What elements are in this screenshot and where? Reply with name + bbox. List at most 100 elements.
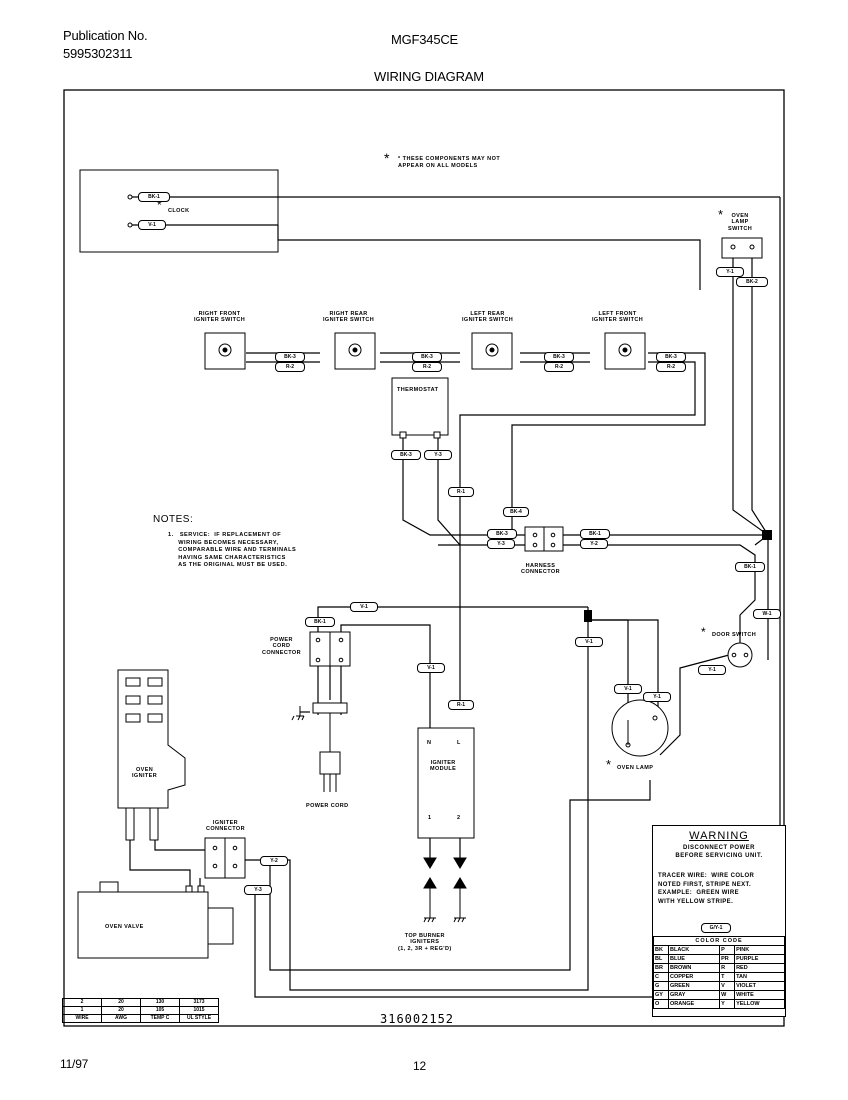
color-code-cell: BL	[653, 954, 669, 964]
wire-spec-cell: 3173	[179, 998, 219, 1007]
wire-tag: BK-1	[305, 617, 335, 627]
wire-tag: Y-3	[424, 450, 452, 460]
module-pin-n: N	[427, 740, 432, 746]
ground-symbol	[291, 706, 305, 721]
wire-tag: BK-3	[391, 450, 421, 460]
wire-spec-cell: 105	[140, 1006, 180, 1015]
color-code-cell: GREEN	[667, 981, 721, 991]
notes-item-1: 1. SERVICE: IF REPLACEMENT OF WIRING BEC…	[168, 532, 297, 569]
color-code-cell: PURPLE	[734, 954, 785, 964]
wire-spec-cell: 20	[101, 1006, 141, 1015]
oven-lamp-body	[611, 699, 669, 757]
wire-tag: R-2	[275, 362, 305, 372]
wire-spec-cell: WIRE	[62, 1014, 102, 1023]
page-number: 12	[413, 1059, 426, 1073]
tracer-wire-note: TRACER WIRE: WIRE COLOR NOTED FIRST, STR…	[658, 873, 755, 906]
wire-tag: Y-1	[643, 692, 671, 702]
color-code-cell: C	[653, 972, 669, 982]
color-code-cell: ORANGE	[667, 999, 721, 1009]
right-front-igniter-switch-label: RIGHT FRONT IGNITER SWITCH	[194, 311, 246, 324]
oven-igniter-body	[117, 669, 186, 841]
footer-date: 11/97	[60, 1057, 89, 1071]
wire-tag: V-1	[417, 663, 445, 673]
splice-right	[762, 530, 772, 540]
igniter-module-body	[417, 727, 475, 839]
wire-tag: R-2	[412, 362, 442, 372]
color-code-cell: P	[719, 945, 736, 955]
harness-connector-label: HARNESS CONNECTOR	[521, 563, 560, 576]
wire-spec-cell: TEMP C	[140, 1014, 180, 1023]
wire-spec-cell: 1015	[179, 1006, 219, 1015]
wire-tag: Y-3	[487, 539, 515, 549]
oven-lamp-label: OVEN LAMP	[617, 765, 654, 771]
color-code-cell: R	[719, 963, 736, 973]
power-cord-label: POWER CORD	[306, 803, 349, 809]
thermostat-label: THERMOSTAT	[397, 387, 439, 393]
wire-tag: V-1	[350, 602, 378, 612]
wire-tag: BK-1	[138, 192, 170, 202]
drawing-number: 316002152	[380, 1012, 455, 1026]
wire-tag: R-2	[656, 362, 686, 372]
color-code-cell: BR	[653, 963, 669, 973]
igniter-connector-label: IGNITER CONNECTOR	[206, 820, 245, 833]
asterisk-icon: *	[718, 207, 724, 222]
notes-title: NOTES:	[153, 514, 194, 525]
color-code-cell: BLACK	[667, 945, 721, 955]
color-code-cell: BLUE	[667, 954, 721, 964]
color-code-cell: Y	[719, 999, 736, 1009]
model-number: MGF345CE	[391, 32, 459, 47]
warning-title: WARNING	[689, 830, 749, 842]
asterisk-icon: *	[384, 150, 390, 166]
color-code-cell: WHITE	[734, 990, 785, 1000]
warning-subtitle: DISCONNECT POWER BEFORE SERVICING UNIT.	[675, 845, 763, 859]
wire-tag: R-1	[448, 487, 474, 497]
color-code-cell: T	[719, 972, 736, 982]
wire-tag: R-2	[544, 362, 574, 372]
wire-spec-cell: 2	[62, 998, 102, 1007]
module-pin-2: 2	[457, 815, 461, 821]
color-code-cell: G	[653, 981, 669, 991]
wire-tag: BK-3	[275, 352, 305, 362]
wire-spec-cell: AWG	[101, 1014, 141, 1023]
warning-panel: WARNING DISCONNECT POWER BEFORE SERVICIN…	[652, 825, 786, 1017]
wire-tag: BK-4	[503, 507, 529, 517]
thermostat-body	[391, 377, 449, 436]
top-burner-igniters-label: TOP BURNER IGNITERS (1, 2, 3R + REG'D)	[398, 933, 452, 952]
color-code-cell: GRAY	[667, 990, 721, 1000]
clock-terminal-2	[127, 222, 133, 228]
color-code-cell: GY	[653, 990, 669, 1000]
color-code-cell: V	[719, 981, 736, 991]
wire-spec-cell: 130	[140, 998, 180, 1007]
wire-tag: Y-1	[716, 267, 744, 277]
power-cord-plug	[312, 702, 348, 792]
wire-tag: V-1	[138, 220, 166, 230]
clock-label: CLOCK	[168, 208, 190, 214]
wire-spec-cell: 1	[62, 1006, 102, 1015]
asterisk-icon: *	[606, 757, 612, 772]
oven-igniter-label: OVEN IGNITER	[132, 767, 158, 780]
wire-tag: Y-1	[698, 665, 726, 675]
wire-tag: BK-1	[735, 562, 765, 572]
door-switch-label: DOOR SWITCH	[712, 632, 757, 638]
color-code-cell: O	[653, 999, 669, 1009]
wire-tag: V-1	[614, 684, 642, 694]
asterisk-icon: *	[157, 198, 162, 212]
color-code-cell: BK	[653, 945, 669, 955]
color-code-title: COLOR CODE	[653, 936, 785, 946]
color-code-cell: COPPER	[667, 972, 721, 982]
splice-center	[584, 610, 592, 622]
asterisk-icon: *	[701, 625, 706, 639]
door-switch-body	[727, 642, 753, 668]
